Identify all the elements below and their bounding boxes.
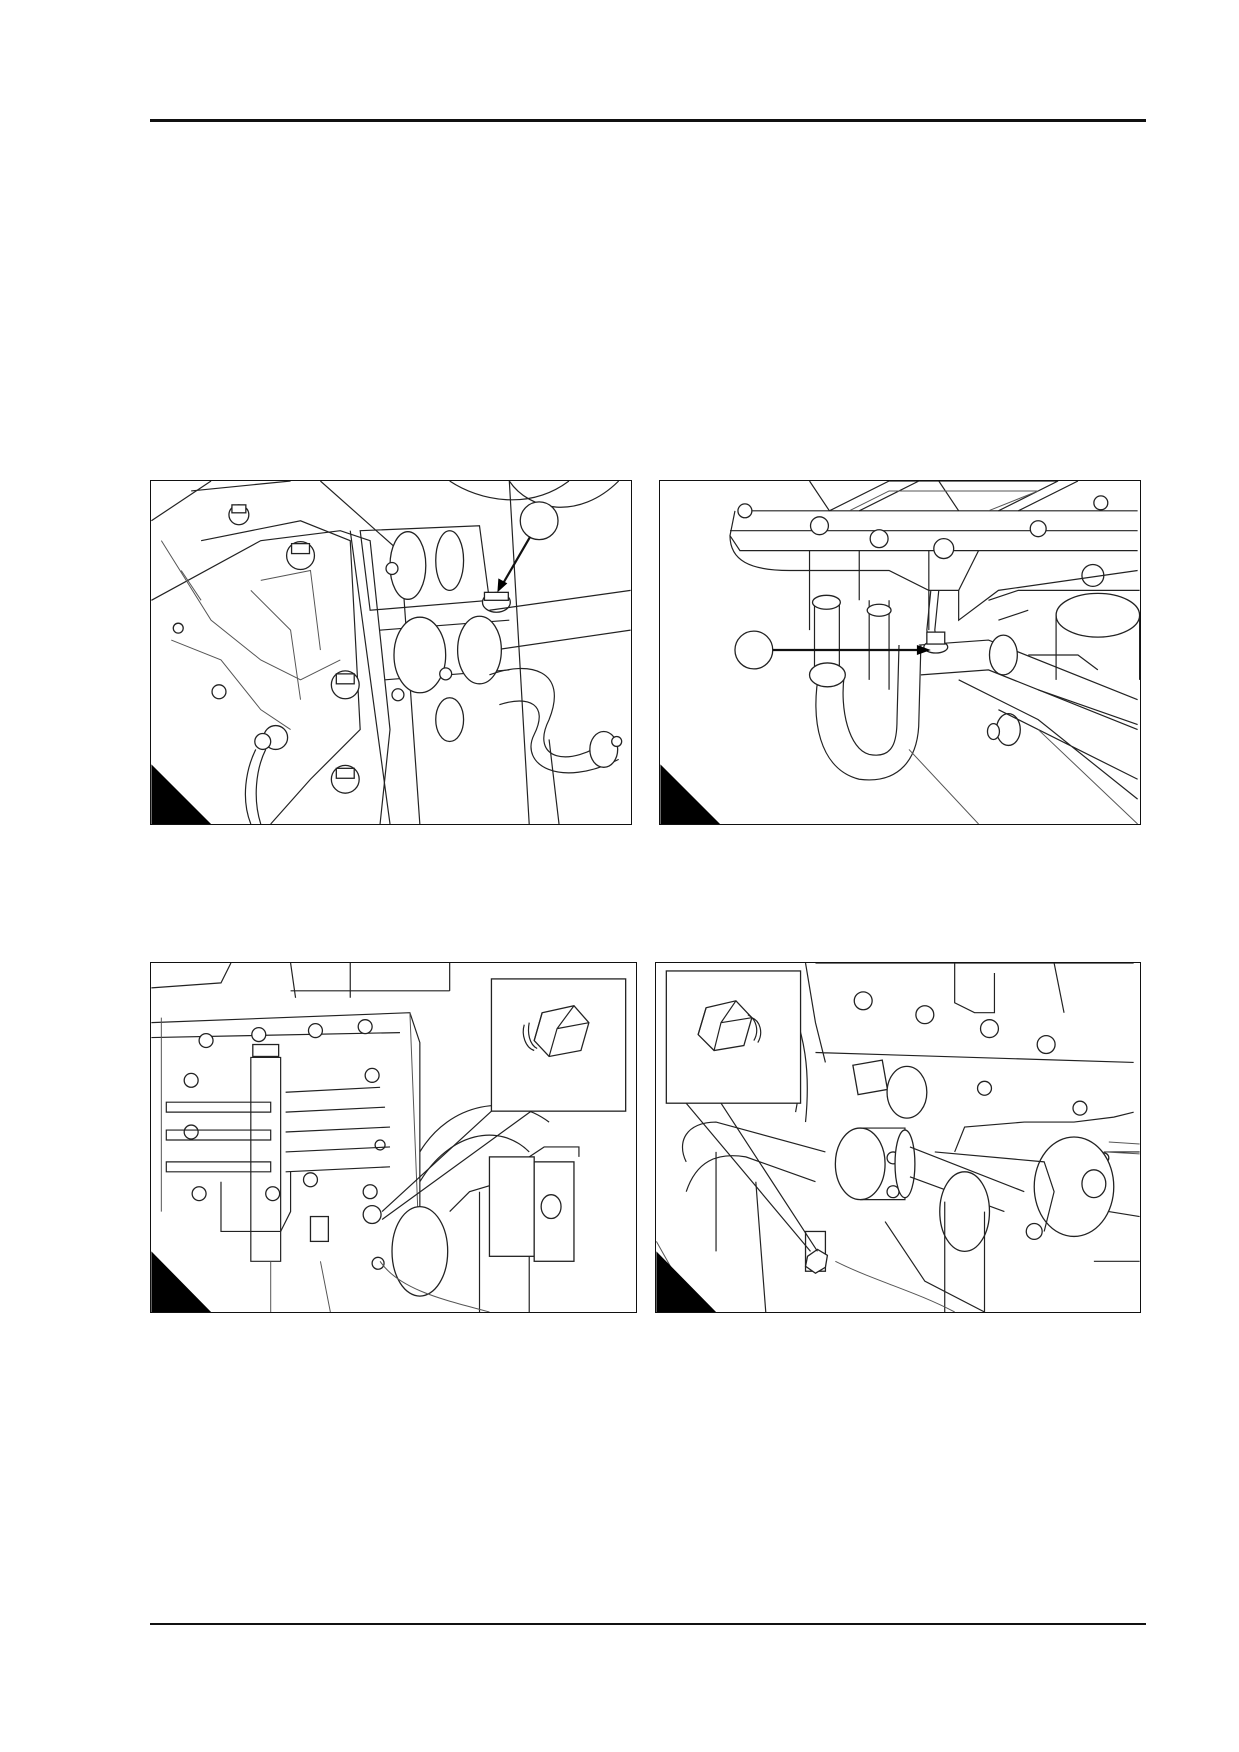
engine-coolant-pipe-illustration: [151, 481, 631, 824]
corner-marker: [660, 764, 721, 824]
engine-pump-drain-plug-illustration: [656, 963, 1140, 1312]
callout-circle: [734, 630, 774, 670]
header-rule: [150, 119, 1146, 122]
engine-block-drain-plug-illustration: [151, 963, 627, 1312]
figure-engine-block-drain-plug: [150, 962, 637, 1313]
figure-engine-pump-drain-plug: [655, 962, 1141, 1313]
footer-rule: [150, 1623, 1146, 1625]
corner-marker: [151, 764, 212, 824]
hex-plug-icon: [522, 1005, 590, 1058]
engine-manifold-pipe-illustration: [660, 481, 1140, 824]
corner-marker: [656, 1251, 717, 1312]
hex-plug-icon: [697, 1000, 762, 1052]
callout-circle: [519, 501, 559, 541]
figure-engine-manifold-pipe: [659, 480, 1141, 825]
corner-marker: [151, 1251, 212, 1312]
figure-engine-coolant-pipe: [150, 480, 632, 825]
